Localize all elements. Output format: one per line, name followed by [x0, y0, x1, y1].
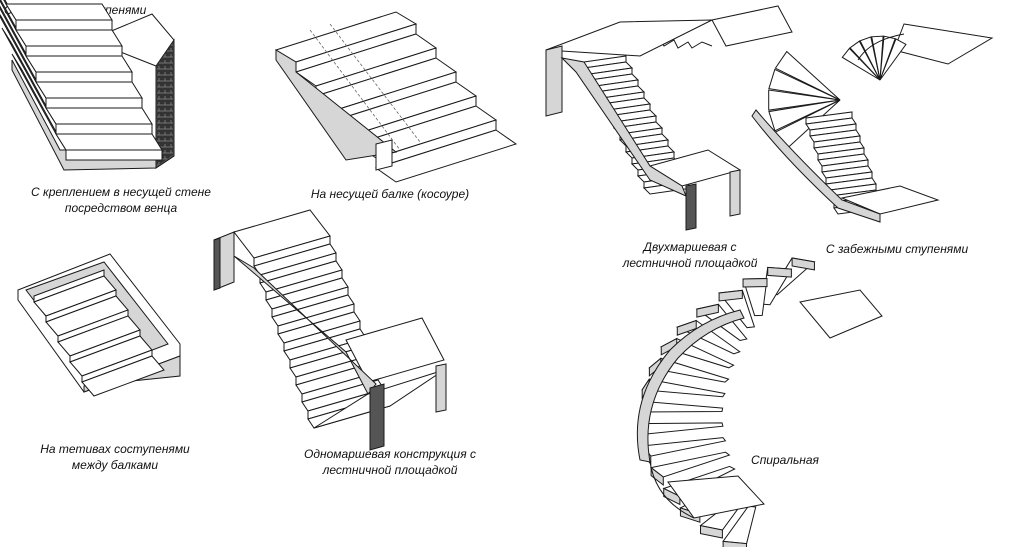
step-riser	[15, 19, 113, 31]
winder-step	[774, 50, 841, 101]
label-on-stringers: На тетивах соступенями между балками	[40, 442, 190, 473]
step-tread	[25, 55, 133, 73]
bottom-landing	[840, 185, 940, 215]
beam-stair-drawing	[274, 11, 518, 183]
two-flight-stair-drawing	[545, 5, 793, 231]
side-face	[275, 49, 398, 161]
upper-landing	[711, 5, 793, 47]
step-riser	[35, 71, 133, 83]
inner-edge	[857, 33, 905, 61]
wall-left-edge	[213, 237, 221, 291]
winder-step	[768, 68, 841, 101]
spiral-step-edge	[663, 487, 681, 506]
top-landing	[799, 289, 883, 339]
winder-step	[879, 38, 907, 81]
mid-landing	[545, 19, 713, 57]
step-tread	[35, 81, 143, 99]
beam-hidden-line	[309, 29, 401, 151]
brick-texture	[157, 42, 173, 166]
beam-post	[375, 139, 393, 171]
spiral-step-edge	[742, 278, 768, 288]
spiral-step-edge	[650, 466, 664, 486]
winder-step	[768, 89, 841, 111]
step-tread	[81, 355, 165, 397]
step-tread	[15, 29, 123, 47]
spiral-step-edge	[767, 266, 792, 278]
post	[729, 169, 741, 217]
wall-left	[545, 45, 563, 117]
spiral-step-edge	[718, 289, 743, 302]
spiral-step-edge	[700, 525, 723, 539]
step-tread	[55, 133, 163, 151]
spiral-step-edge	[696, 303, 719, 318]
post	[685, 183, 697, 231]
winder-stair-drawing	[751, 23, 994, 223]
wall-mounted-stair-drawing	[0, 0, 175, 171]
spiral-step	[639, 422, 724, 435]
spiral-step-edge	[791, 257, 815, 271]
label-two-flight: Двухмаршевая с лестничной площадкой	[622, 240, 758, 271]
step-riser	[55, 123, 153, 135]
label-winder-steps: С забежными ступенями	[825, 242, 969, 256]
slab-side	[751, 109, 881, 223]
single-flight-stair-drawing	[213, 209, 447, 451]
spiral-step	[642, 437, 727, 457]
slab-side	[560, 57, 687, 197]
step-tread	[374, 129, 518, 183]
spiral-edge	[649, 461, 695, 519]
label-single-flight: Одномаршевая конструкция с лестничной пл…	[304, 447, 476, 478]
step-tread	[45, 107, 153, 125]
top-landing	[893, 23, 994, 65]
bottom-tread	[345, 317, 445, 383]
step-tread	[5, 3, 113, 21]
label-spiral: Спиральная	[751, 453, 819, 467]
step-riser	[45, 97, 143, 109]
winder-step	[768, 99, 841, 132]
spiral-step-edge	[676, 319, 697, 336]
spiral-stair-drawing	[636, 257, 883, 547]
post	[369, 383, 385, 451]
label-wall-mounted: С креплением в несущей стене посредством…	[31, 185, 211, 216]
spiral-slab	[636, 309, 745, 463]
step-riser	[25, 45, 123, 57]
bottom-landing	[667, 475, 765, 519]
step-riser	[65, 149, 163, 161]
post	[435, 363, 447, 413]
stringer-stair-drawing	[17, 253, 181, 397]
label-on-beam: На несущей балке (косоуре)	[310, 187, 470, 201]
